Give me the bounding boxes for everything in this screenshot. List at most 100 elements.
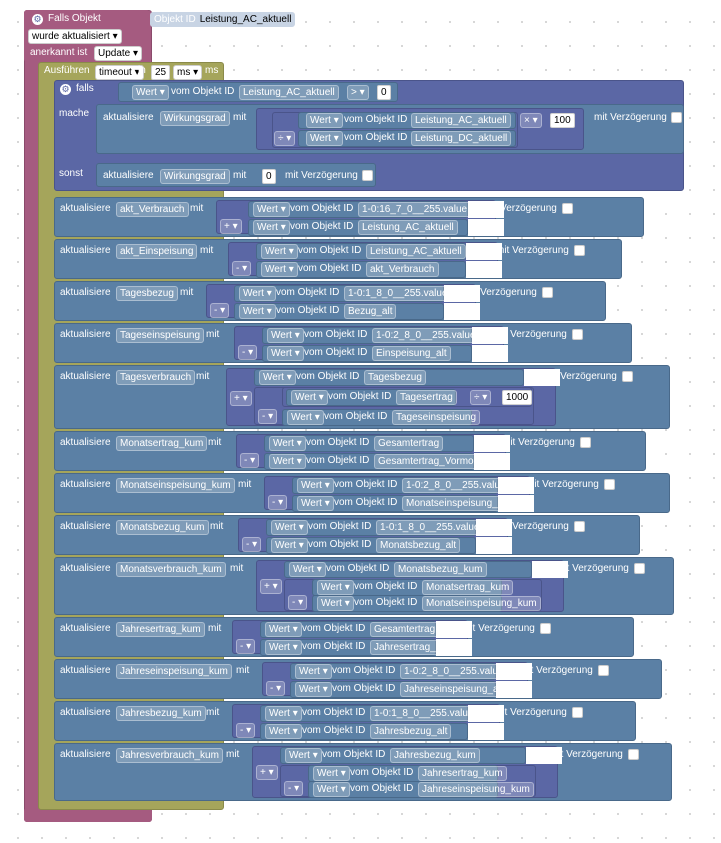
- delay-checkbox[interactable]: [540, 623, 551, 634]
- wert-dropdown[interactable]: Wert ▾: [297, 478, 334, 493]
- op-dropdown[interactable]: - ▾: [236, 639, 256, 654]
- then-b-wert[interactable]: Wert ▾: [306, 131, 343, 146]
- wert-dropdown[interactable]: Wert ▾: [261, 244, 298, 259]
- delay-checkbox[interactable]: [604, 479, 615, 490]
- timeout-value-field[interactable]: 25: [151, 65, 171, 80]
- row-value-block[interactable]: [284, 561, 532, 578]
- wert-dropdown[interactable]: Wert ▾: [297, 496, 334, 511]
- target-chip[interactable]: Monatsverbrauch_kum: [116, 562, 226, 577]
- target-chip[interactable]: Tagesbezug: [116, 286, 178, 301]
- event-trigger-dropdown[interactable]: wurde aktualisiert ▾: [28, 29, 122, 44]
- wert-dropdown[interactable]: Wert ▾: [271, 538, 308, 553]
- object-id-chip[interactable]: 1-0:1_8_0__255.value: [370, 706, 478, 721]
- then-a-object[interactable]: Leistung_AC_aktuell: [411, 113, 511, 128]
- target-chip[interactable]: Monatseinspeisung_kum: [116, 478, 235, 493]
- target-chip[interactable]: Tageseinspeisung: [116, 328, 205, 343]
- op-dropdown[interactable]: - ▾: [232, 261, 252, 276]
- target-chip[interactable]: akt_Verbrauch: [116, 202, 189, 217]
- cond-wert-dropdown[interactable]: Wert ▾: [132, 85, 169, 100]
- op-dropdown[interactable]: - ▾: [266, 681, 286, 696]
- row-value-block[interactable]: [308, 781, 498, 798]
- object-id-chip[interactable]: 1-0:1_8_0__255.value: [344, 286, 452, 301]
- row-value-block[interactable]: [312, 595, 502, 612]
- wert-dropdown[interactable]: Wert ▾: [287, 410, 324, 425]
- delay-checkbox[interactable]: [574, 245, 585, 256]
- div-op-dropdown[interactable]: ÷ ▾: [470, 390, 492, 405]
- row-value-block[interactable]: [290, 681, 496, 698]
- object-id-chip[interactable]: Jahresbezug_kum: [390, 748, 480, 763]
- object-id-chip[interactable]: Einspeisung_alt: [372, 346, 451, 361]
- row-value-block[interactable]: [282, 409, 472, 426]
- wert-dropdown[interactable]: Wert ▾: [265, 724, 302, 739]
- else-value-field[interactable]: 0: [262, 169, 276, 184]
- else-delay-checkbox[interactable]: [362, 170, 373, 181]
- delay-checkbox[interactable]: [598, 665, 609, 676]
- cond-value-field[interactable]: 0: [377, 85, 391, 100]
- row-value-block[interactable]: [262, 327, 472, 344]
- op-dropdown[interactable]: + ▾: [220, 219, 242, 234]
- delay-checkbox[interactable]: [562, 203, 573, 214]
- wert-dropdown[interactable]: Wert ▾: [317, 580, 354, 595]
- timeout-unit-dropdown[interactable]: ms ▾: [173, 65, 203, 80]
- object-id-chip[interactable]: 1-0:16_7_0__255.value: [358, 202, 472, 217]
- row-value-block[interactable]: [260, 621, 436, 638]
- delay-checkbox[interactable]: [628, 749, 639, 760]
- op-dropdown[interactable]: - ▾: [240, 453, 260, 468]
- wert-dropdown[interactable]: Wert ▾: [265, 622, 302, 637]
- delay-checkbox[interactable]: [634, 563, 645, 574]
- row-value-block[interactable]: [292, 495, 498, 512]
- wert-dropdown[interactable]: Wert ▾: [239, 286, 276, 301]
- then-div-op-dropdown[interactable]: ÷ ▾: [274, 131, 296, 146]
- target-chip[interactable]: Jahresverbrauch_kum: [116, 748, 223, 763]
- object-id-chip[interactable]: Leistung_AC_aktuell: [358, 220, 458, 235]
- object-id-chip[interactable]: Monatseinspeisung_kum: [422, 596, 541, 611]
- object-id-chip[interactable]: Monatsertrag_kum: [422, 580, 514, 595]
- object-id-chip[interactable]: Tagesbezug: [364, 370, 426, 385]
- row-value-block[interactable]: [254, 369, 524, 386]
- object-id-chip[interactable]: Monatseinspeisung_alt: [402, 496, 513, 511]
- row-value-block[interactable]: [280, 747, 526, 764]
- wert-dropdown[interactable]: Wert ▾: [271, 520, 308, 535]
- cond-op-dropdown[interactable]: > ▾: [347, 85, 369, 100]
- then-b-object[interactable]: Leistung_DC_aktuell: [411, 131, 512, 146]
- wert-dropdown[interactable]: Wert ▾: [239, 304, 276, 319]
- then-b-block[interactable]: [298, 130, 516, 147]
- object-id-chip[interactable]: akt_Verbrauch: [366, 262, 439, 277]
- wert-dropdown[interactable]: Wert ▾: [267, 328, 304, 343]
- target-chip[interactable]: Jahresbezug_kum: [116, 706, 206, 721]
- wert-dropdown[interactable]: Wert ▾: [269, 436, 306, 451]
- wert-dropdown[interactable]: Wert ▾: [259, 370, 296, 385]
- row-value-block[interactable]: [248, 201, 468, 218]
- wert-dropdown[interactable]: Wert ▾: [295, 682, 332, 697]
- object-id-chip[interactable]: Tagesertrag: [396, 390, 457, 405]
- row-value-block[interactable]: [234, 285, 444, 302]
- target-chip[interactable]: Monatsbezug_kum: [116, 520, 209, 535]
- row-value-block[interactable]: [234, 303, 444, 320]
- object-id-chip[interactable]: Bezug_alt: [344, 304, 397, 319]
- row-value-block[interactable]: [266, 537, 476, 554]
- then-delay-checkbox[interactable]: [671, 112, 682, 123]
- timeout-kind-dropdown[interactable]: timeout ▾: [95, 65, 144, 80]
- row-value-block[interactable]: [256, 243, 466, 260]
- plus-op-dropdown[interactable]: + ▾: [256, 765, 278, 780]
- else-target-chip[interactable]: Wirkungsgrad: [160, 169, 230, 184]
- row-value-block[interactable]: [260, 639, 436, 656]
- delay-checkbox[interactable]: [622, 371, 633, 382]
- object-id-chip[interactable]: 1-0:2_8_0__255.value: [372, 328, 480, 343]
- object-id-chip[interactable]: Tageseinspeisung: [392, 410, 481, 425]
- wert-dropdown[interactable]: Wert ▾: [269, 454, 306, 469]
- target-chip[interactable]: Jahresertrag_kum: [116, 622, 205, 637]
- row-value-block[interactable]: [286, 389, 456, 406]
- wert-dropdown[interactable]: Wert ▾: [261, 262, 298, 277]
- then-a-wert[interactable]: Wert ▾: [306, 113, 343, 128]
- object-id-chip[interactable]: Jahreseinspeisung_alt: [400, 682, 508, 697]
- op-dropdown[interactable]: - ▾: [268, 495, 288, 510]
- target-chip[interactable]: Monatsertrag_kum: [116, 436, 208, 451]
- target-chip[interactable]: Jahreseinspeisung_kum: [116, 664, 232, 679]
- object-id-chip[interactable]: Gesamtertrag: [374, 436, 444, 451]
- target-chip[interactable]: akt_Einspeisung: [116, 244, 198, 259]
- delay-checkbox[interactable]: [572, 329, 583, 340]
- row-value-block[interactable]: [262, 345, 472, 362]
- object-id-chip[interactable]: Jahresertrag_kum: [418, 766, 507, 781]
